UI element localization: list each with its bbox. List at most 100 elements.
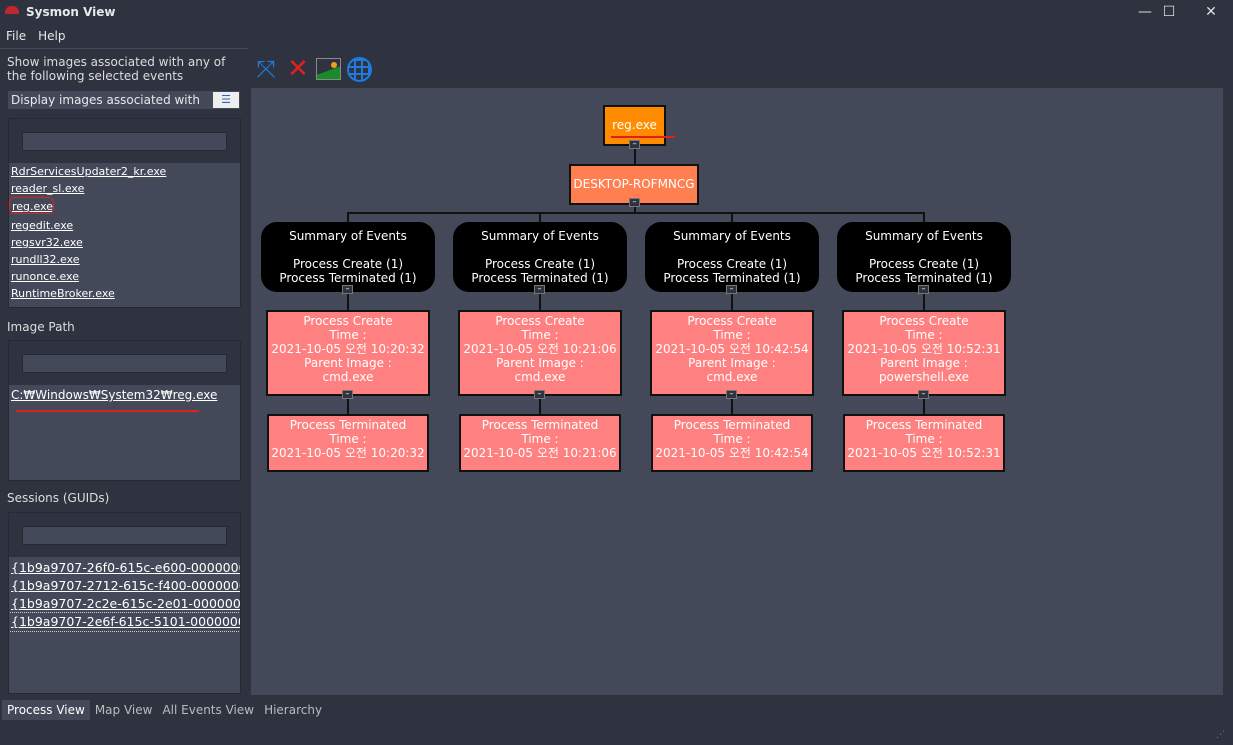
process-create-node-line: Process Create: [687, 314, 777, 328]
collapse-toggle[interactable]: –: [918, 390, 929, 399]
process-create-node-line: Process Create: [495, 314, 585, 328]
image-list-item[interactable]: sc.exe: [9, 302, 240, 307]
clear-icon[interactable]: ✕: [287, 54, 309, 84]
image-list-item[interactable]: regedit.exe: [11, 219, 74, 232]
title-bar: Sysmon View — ☐ ✕: [0, 0, 1233, 24]
images-filter-input[interactable]: [22, 132, 227, 151]
session-list-item[interactable]: {1b9a9707-2e6f-615c-5101-0000000009: [9, 612, 240, 632]
menu-file[interactable]: File: [6, 29, 27, 43]
image-path-item[interactable]: C:₩Windows₩System32₩reg.exe: [11, 388, 218, 402]
summary-node-line: Process Create (1): [292, 257, 404, 271]
display-images-dropdown[interactable]: Display images associated with ☰: [8, 91, 240, 109]
process-create-node-line: cmd.exe: [322, 370, 374, 384]
process-terminated-node-line: Process Terminated: [289, 418, 407, 432]
list-icon[interactable]: ☰: [213, 92, 239, 108]
image-list-item[interactable]: RdrServicesUpdater2_kr.exe: [11, 165, 167, 178]
process-create-node-line: 2021-10-05 오전 10:52:31: [847, 342, 1001, 356]
image-list-item[interactable]: rundll32.exe: [11, 253, 80, 266]
collapse-toggle[interactable]: –: [726, 390, 737, 399]
image-list-item[interactable]: RuntimeBroker.exe: [11, 287, 115, 300]
collapse-toggle[interactable]: –: [726, 285, 737, 294]
process-create-node-line: Process Create: [303, 314, 393, 328]
session-list-item[interactable]: {1b9a9707-2c2e-615c-2e01-000000000S: [11, 596, 240, 611]
summary-node-line: Summary of Events: [865, 229, 983, 243]
summary-node-line: Process Create (1): [484, 257, 596, 271]
process-create-node-line: 2021-10-05 오전 10:42:54: [655, 342, 809, 356]
image-list-item[interactable]: regsvr32.exe: [11, 236, 83, 249]
process-create-node-line: 2021-10-05 오전 10:20:32: [271, 342, 425, 356]
view-tabs: Process View Map View All Events View Hiera…: [2, 700, 327, 720]
process-create-node-line: Parent Image :: [880, 356, 968, 370]
process-create-node-line: Parent Image :: [688, 356, 776, 370]
summary-node-line: Summary of Events: [673, 229, 791, 243]
globe-icon[interactable]: [347, 57, 372, 82]
close-button[interactable]: ✕: [1205, 4, 1217, 20]
sessions-filter-input[interactable]: [22, 526, 227, 545]
process-create-node-line: Time :: [713, 328, 751, 342]
process-graph[interactable]: reg.exe – DESKTOP-ROFMNCG – Summary of E…: [251, 88, 1223, 695]
collapse-toggle[interactable]: –: [629, 140, 640, 149]
process-terminated-node-line: 2021-10-05 오전 10:21:06: [463, 446, 617, 460]
dropdown-label: Display images associated with: [11, 93, 200, 107]
summary-node-line: Process Terminated (1): [471, 271, 609, 285]
summary-node-line: Process Terminated (1): [279, 271, 417, 285]
collapse-toggle[interactable]: –: [534, 390, 545, 399]
process-terminated-node-line: Process Terminated: [481, 418, 599, 432]
image-list-item[interactable]: runonce.exe: [11, 270, 79, 283]
root-label: reg.exe: [612, 118, 657, 132]
sessions-label: Sessions (GUIDs): [7, 491, 110, 505]
session-list-item[interactable]: {1b9a9707-26f0-615c-e600-0000000008: [11, 560, 240, 575]
collapse-toggle[interactable]: –: [629, 198, 640, 207]
image-icon[interactable]: [316, 58, 341, 80]
summary-node-line: [261, 243, 435, 257]
red-underline-annotation: [16, 410, 199, 412]
collapse-toggle[interactable]: –: [342, 285, 353, 294]
tab-all-events-view[interactable]: All Events View: [162, 703, 255, 717]
process-terminated-node-line: 2021-10-05 오전 10:20:32: [271, 446, 425, 460]
host-node[interactable]: DESKTOP-ROFMNCG: [569, 164, 699, 205]
summary-node-line: [453, 243, 627, 257]
process-create-node-line: Parent Image :: [304, 356, 392, 370]
collapse-toggle[interactable]: –: [918, 285, 929, 294]
image-path-filter-input[interactable]: [22, 354, 227, 373]
process-create-node-line: Time :: [329, 328, 367, 342]
collapse-toggle[interactable]: –: [534, 285, 545, 294]
summary-node-line: Process Terminated (1): [663, 271, 801, 285]
summary-node-line: Summary of Events: [481, 229, 599, 243]
tab-hierarchy[interactable]: Hierarchy: [264, 703, 323, 717]
image-list-item[interactable]: reader_sl.exe: [11, 182, 85, 195]
session-list-item[interactable]: {1b9a9707-2712-615c-f400-0000000008: [11, 578, 240, 593]
process-create-node-line: powershell.exe: [878, 370, 970, 384]
summary-node-line: Process Terminated (1): [855, 271, 993, 285]
maximize-button[interactable]: ☐: [1162, 4, 1176, 20]
minimize-button[interactable]: —: [1138, 4, 1152, 20]
process-terminated-node-line: Time :: [713, 432, 751, 446]
tab-process-view[interactable]: Process View: [2, 700, 90, 720]
process-create-node-line: 2021-10-05 오전 10:21:06: [463, 342, 617, 356]
menu-bar: File Help: [0, 26, 71, 46]
resize-grip-icon[interactable]: ⋰: [1216, 730, 1225, 740]
expand-icon[interactable]: ⤧: [256, 55, 276, 83]
filter-panel: Show images associated with any of the f…: [0, 48, 248, 700]
image-path-list[interactable]: C:₩Windows₩System32₩reg.exe: [8, 340, 241, 481]
sessions-list[interactable]: {1b9a9707-26f0-615c-e600-0000000008 {1b9a…: [8, 512, 241, 694]
process-terminated-node-line: 2021-10-05 오전 10:42:54: [655, 446, 809, 460]
menu-help[interactable]: Help: [38, 29, 66, 43]
collapse-toggle[interactable]: –: [342, 390, 353, 399]
tab-map-view[interactable]: Map View: [94, 703, 153, 717]
image-list-item[interactable]: reg.exe: [9, 197, 55, 214]
process-terminated-node-line: Process Terminated: [673, 418, 791, 432]
